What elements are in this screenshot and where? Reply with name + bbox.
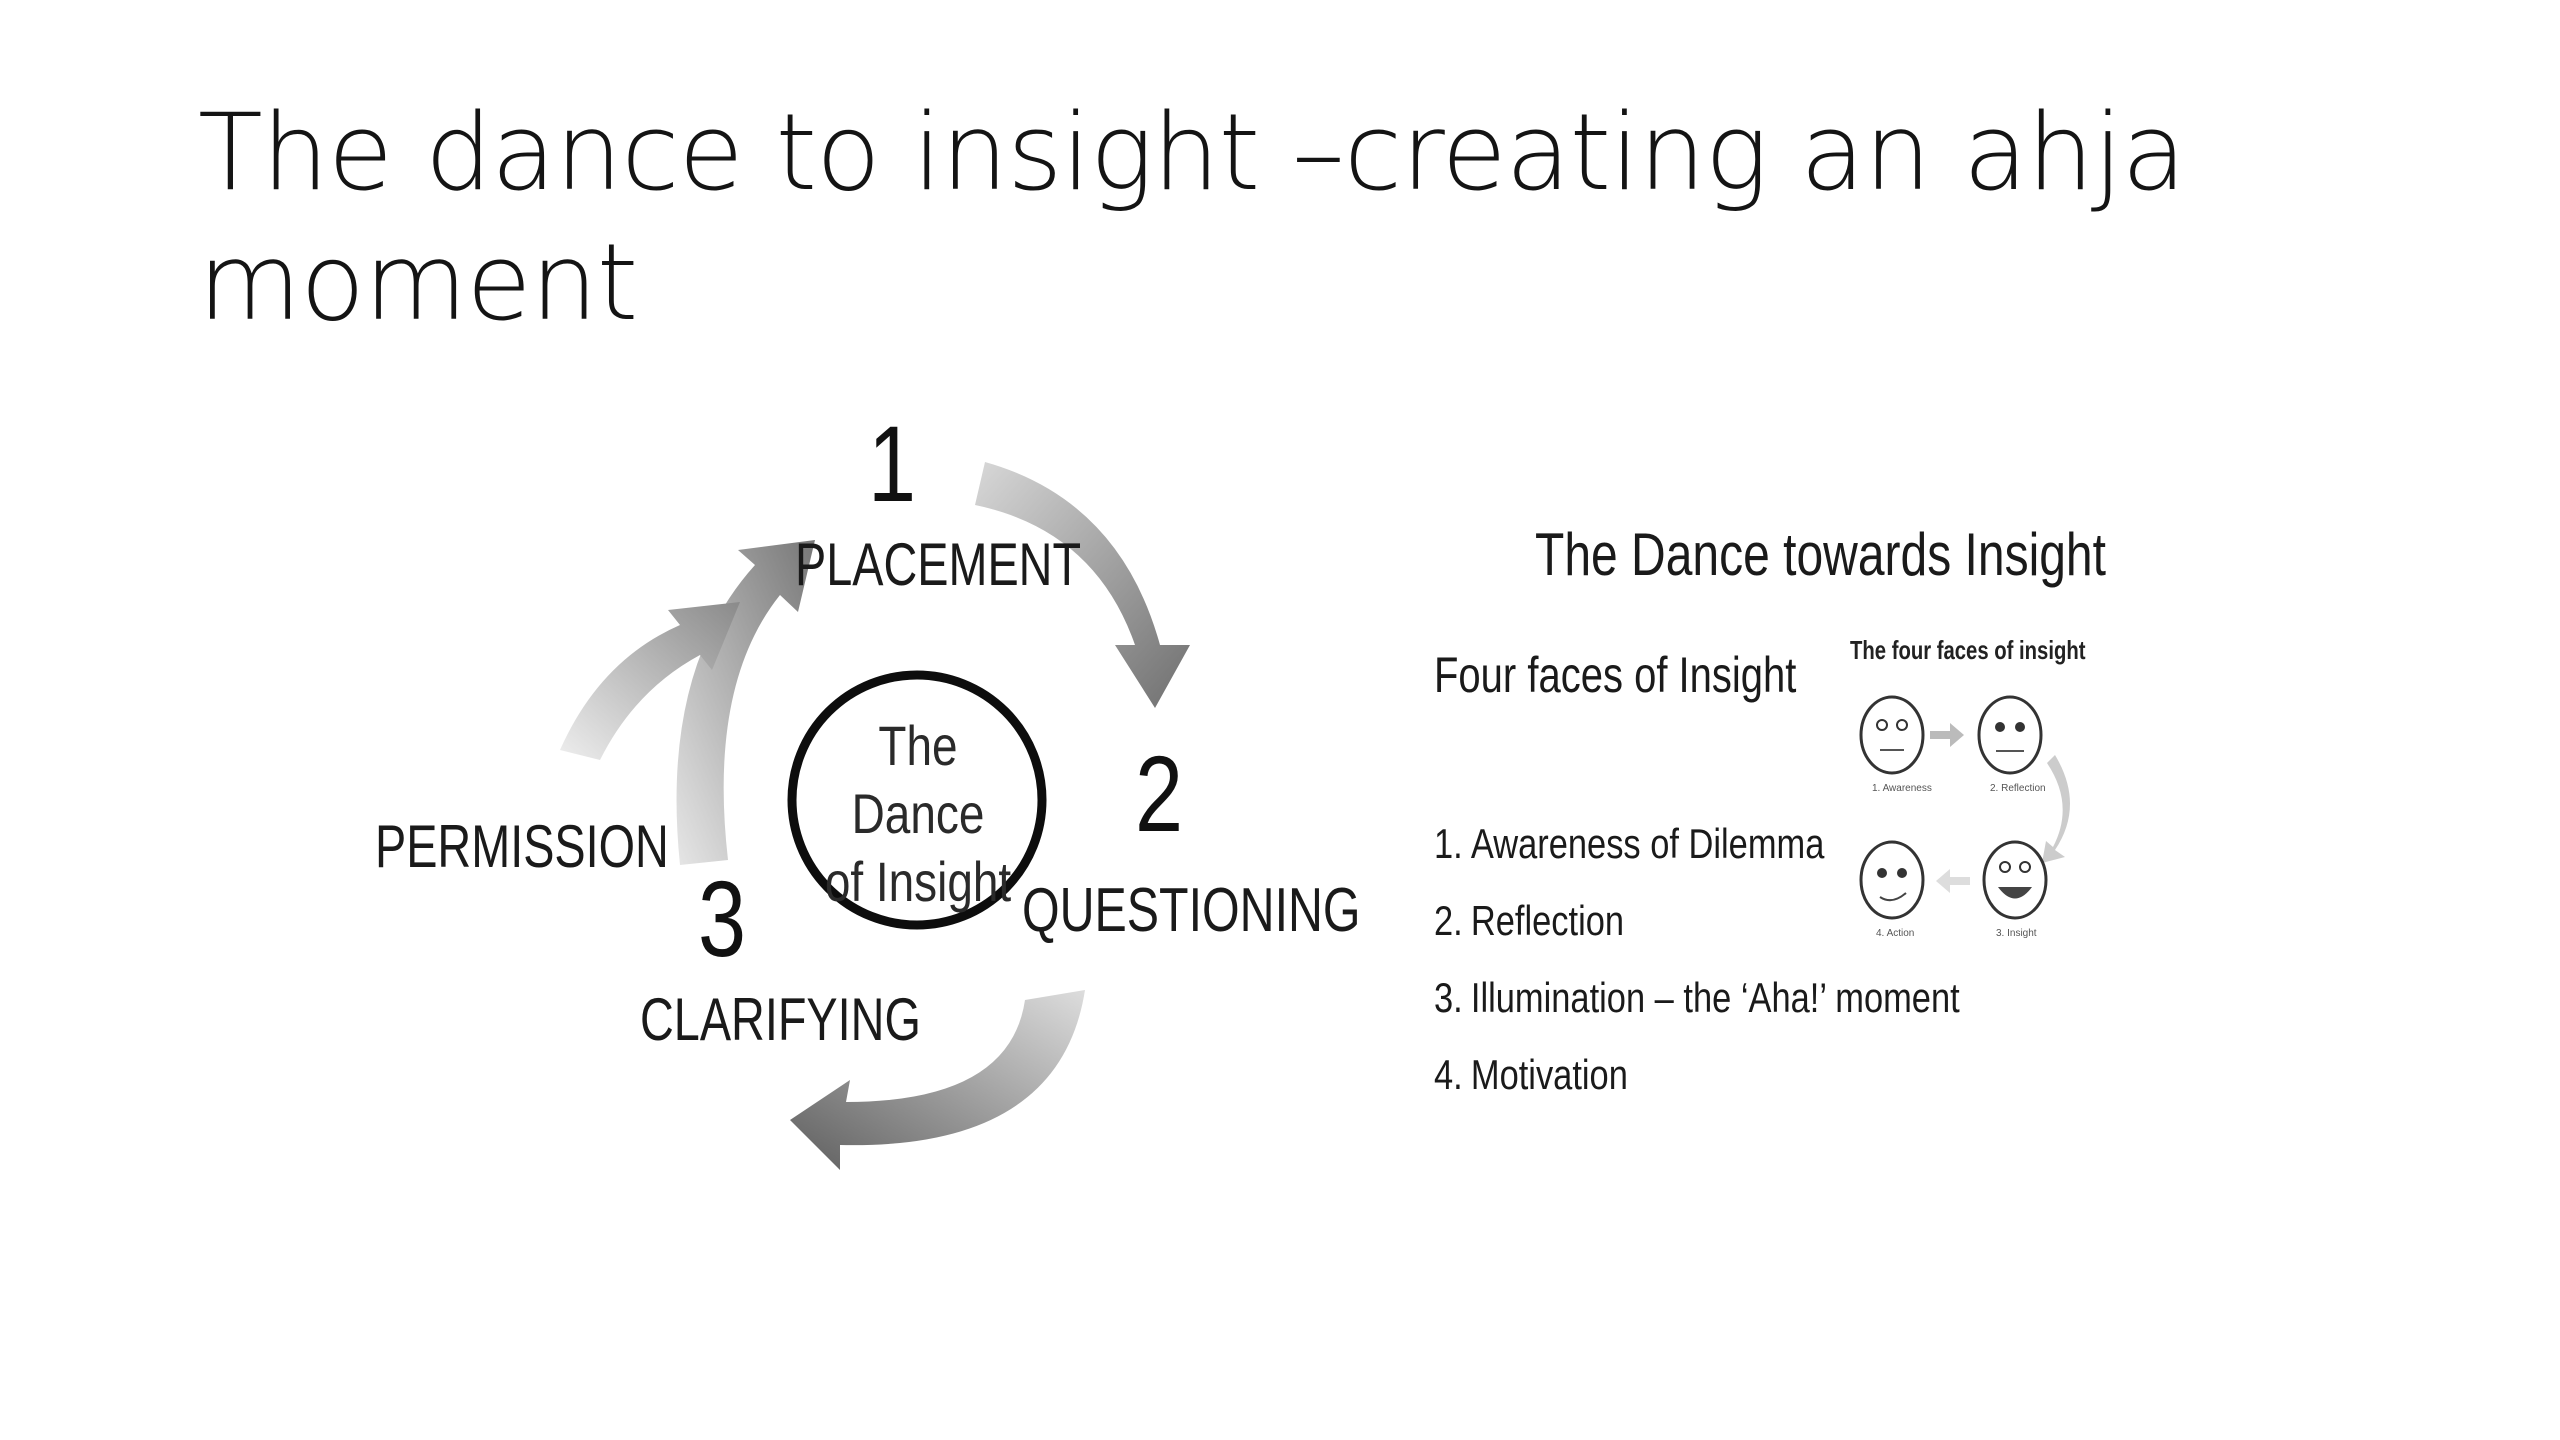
reflection-face-icon [1977, 695, 2043, 775]
panel-subtitle: Four faces of Insight [1434, 647, 1797, 703]
arrow-right-icon [1930, 723, 1964, 747]
panel-title: The Dance towards Insight [1535, 521, 2106, 588]
awareness-face-icon [1859, 695, 1925, 775]
arrow-questioning-to-clarifying [790, 990, 1085, 1170]
stage-1-number: 1 [868, 403, 917, 524]
dance-of-insight-cycle-diagram: 1 PLACEMENT 2 QUESTIONING 3 CLARIFYING P… [360, 390, 1361, 1190]
list-item: 1.Awareness of Dilemma [1434, 820, 1825, 867]
face-label: 3. Insight [1996, 928, 2037, 939]
dance-towards-insight-panel: The Dance towards Insight Four faces of … [1420, 500, 2140, 1140]
center-text-line-1: The Dance [851, 714, 985, 845]
arrow-clarifying-to-placement [676, 540, 815, 865]
action-face-icon [1859, 840, 1925, 920]
cycle-arrows-graphic [560, 462, 1190, 1170]
stage-clarifying-label: CLARIFYING [640, 986, 921, 1053]
face-label: 4. Action [1876, 928, 1915, 939]
arrow-left-icon [1936, 869, 1970, 893]
arrow-placement-to-questioning [975, 462, 1190, 708]
list-item: 3.Illumination – the ‘Aha!’ moment [1434, 974, 1960, 1021]
face-label: 2. Reflection [1990, 783, 2046, 794]
curved-arrow-down-icon [2042, 755, 2070, 863]
stage-placement-label: PLACEMENT [795, 531, 1082, 598]
stage-2-number: 2 [1135, 733, 1184, 854]
four-faces-graphic: The four faces of insight [1850, 635, 2110, 955]
arrow-permission-to-placement [560, 602, 740, 760]
insight-face-icon [1982, 840, 2048, 920]
stage-3-number: 3 [698, 858, 747, 979]
list-item: 2.Reflection [1434, 897, 1625, 944]
insight-stages-list: 1.Awareness of Dilemma 2.Reflection 3.Il… [1434, 805, 2075, 1113]
faces-title: The four faces of insight [1850, 635, 2086, 665]
center-text-line-2: of Insight [824, 850, 1012, 913]
stage-questioning-label: QUESTIONING [1022, 876, 1361, 945]
list-item: 4.Motivation [1434, 1051, 1628, 1098]
faces-drawing [1859, 695, 2070, 920]
center-text: The Dance of Insight [811, 712, 1024, 916]
slide-title-line-1: The dance to insight –creating an ahja [198, 91, 2187, 214]
permission-label: PERMISSION [375, 813, 669, 880]
slide-title: The dance to insight –creating an ahja m… [198, 88, 2198, 348]
face-label: 1. Awareness [1872, 783, 1932, 794]
center-ring [787, 670, 1047, 930]
slide-title-line-2: moment [198, 221, 638, 344]
